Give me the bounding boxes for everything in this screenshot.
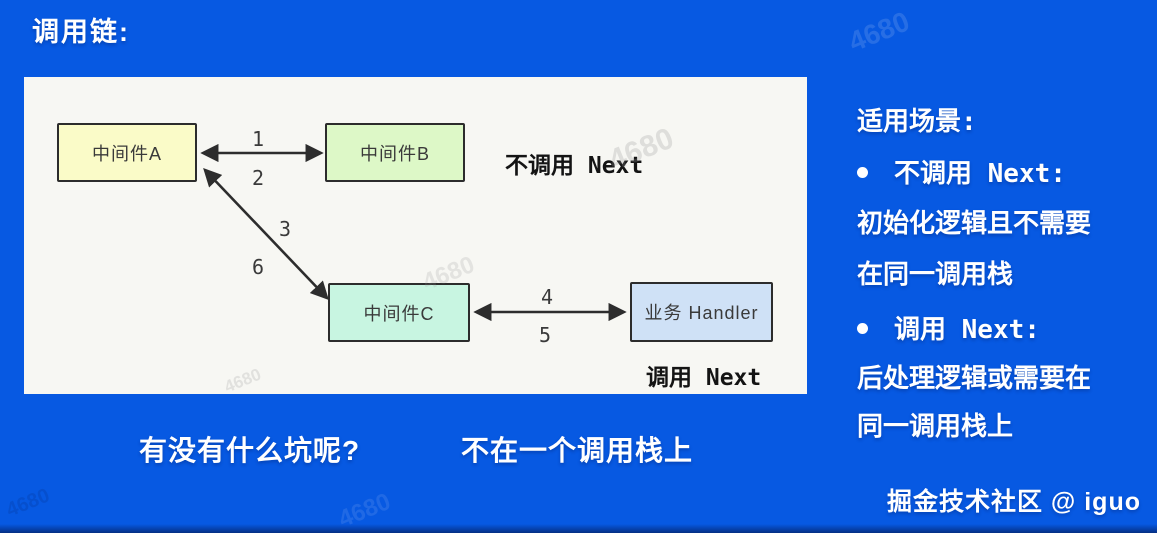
bullet-title: 调用 Next: <box>894 315 1040 345</box>
sidebar-line: 后处理逻辑或需要在 <box>857 364 1092 394</box>
node-label: 中间件C <box>363 303 435 324</box>
edge-label-3: 3 <box>278 217 292 241</box>
diagram-arrows <box>200 143 627 322</box>
sidebar-line: 在同一调用栈 <box>857 260 1014 290</box>
sidebar-bullet-call-next: 调用 Next: <box>857 309 1040 346</box>
node-middleware-b: 中间件B <box>325 123 465 182</box>
bullet-dot-icon <box>857 167 868 178</box>
node-middleware-a: 中间件A <box>57 123 197 182</box>
sidebar-line: 初始化逻辑且不需要 <box>857 209 1092 239</box>
bullet-dot-icon <box>857 323 868 334</box>
node-label: 中间件B <box>359 143 430 164</box>
watermark-text: 4680 <box>3 484 53 522</box>
watermark-text: 4680 <box>844 5 914 58</box>
node-label: 业务 Handler <box>644 303 759 323</box>
sidebar-bullet-no-next: 不调用 Next: <box>857 153 1066 190</box>
note-call-next: 调用 Next <box>646 365 762 391</box>
sidebar-heading: 适用场景: <box>857 107 977 137</box>
bullet-title: 不调用 Next: <box>894 159 1066 189</box>
note-no-next: 不调用 Next <box>505 153 644 179</box>
edge-label-4: 4 <box>540 285 554 309</box>
node-label: 中间件A <box>91 143 162 164</box>
credit-line: 掘金技术社区 @ iguo <box>886 488 1141 516</box>
node-business-handler: 业务 Handler <box>630 282 773 342</box>
edge-label-1: 1 <box>251 127 265 151</box>
question-callstack: 不在一个调用栈上 <box>461 435 694 466</box>
node-middleware-c: 中间件C <box>328 283 470 342</box>
watermark-text: 4680 <box>334 488 395 533</box>
edge-label-6: 6 <box>251 255 265 279</box>
edge-label-5: 5 <box>538 323 552 347</box>
sidebar-line: 同一调用栈上 <box>857 412 1014 442</box>
edge-label-2: 2 <box>251 166 265 190</box>
question-pitfalls: 有没有什么坑呢? <box>139 435 361 466</box>
diagram-panel: 中间件A 中间件B 中间件C 业务 Handler 1 2 3 6 4 5 不调… <box>24 77 807 396</box>
page-title: 调用链: <box>32 17 130 47</box>
arrow-a-c <box>203 168 329 300</box>
